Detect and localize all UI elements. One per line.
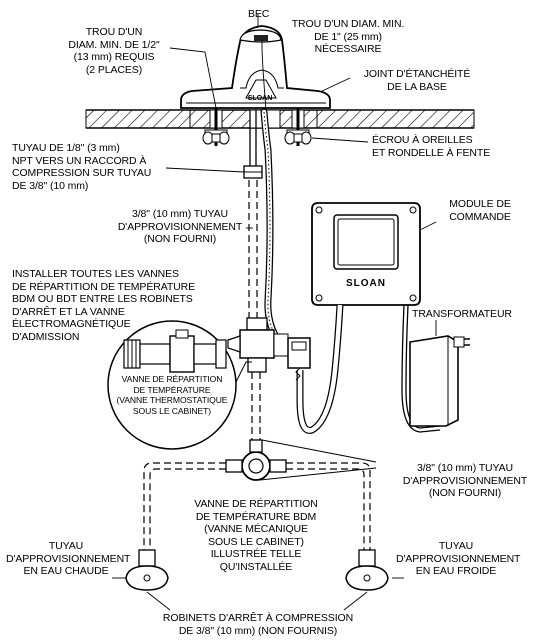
label-transformer: TRANSFORMATEUR bbox=[412, 308, 512, 320]
label-cold-supply: TUYAU D'APPROVISIONNEMENT EN EAU FROIDE bbox=[396, 540, 521, 577]
mounting-studs bbox=[202, 108, 312, 146]
bdm-mixing-valve bbox=[225, 439, 287, 481]
label-compression-stops: ROBINETS D'ARRÊT À COMPRESSION DE 3/8" (… bbox=[162, 612, 354, 637]
label-thermostatic-valve: VANNE DE RÉPARTITION DE TEMPÉRATURE (VAN… bbox=[116, 374, 228, 416]
label-hot-supply: TUYAU D'APPROVISIONNEMENT EN EAU CHAUDE bbox=[6, 540, 131, 577]
label-half-inch-hole: TROU D'UN DIAM. MIN. DE 1/2" (13 mm) REQ… bbox=[68, 26, 160, 76]
supply-tube-lower bbox=[251, 372, 261, 460]
module-cable bbox=[296, 304, 344, 434]
countertop bbox=[85, 109, 475, 129]
label-bdm-valve: VANNE DE RÉPARTITION DE TEMPÉRATURE BDM … bbox=[194, 498, 318, 573]
faucet-brand-text: SLOAN bbox=[248, 95, 273, 102]
supply-tube-vertical bbox=[243, 110, 263, 318]
leader-lines bbox=[112, 14, 437, 611]
cold-shutoff-valve bbox=[345, 549, 389, 591]
label-base-gasket: JOINT D'ÉTANCHÉITÉ DE LA BASE bbox=[363, 68, 471, 93]
module-brand-text: SLOAN bbox=[346, 278, 386, 289]
control-module bbox=[311, 202, 421, 306]
sensor-cable bbox=[260, 108, 304, 364]
label-install-instructions: INSTALLER TOUTES LES VANNES DE RÉPARTITI… bbox=[12, 268, 196, 343]
solenoid-valve bbox=[227, 317, 311, 381]
thermostatic-valve-callout bbox=[107, 320, 252, 450]
label-spout: BEC bbox=[248, 8, 270, 20]
transformer bbox=[401, 304, 470, 433]
hot-cold-supply-pipes bbox=[143, 462, 371, 550]
hot-shutoff-valve bbox=[125, 549, 169, 591]
label-wing-nut: ÉCROU À OREILLES ET RONDELLE À FENTE bbox=[372, 134, 491, 159]
faucet-spout bbox=[180, 25, 331, 109]
label-control-module: MODULE DE COMMANDE bbox=[449, 198, 511, 223]
label-eighth-inch-tube: TUYAU DE 1/8" (3 mm) NPT VERS UN RACCORD… bbox=[12, 142, 152, 192]
label-supply-tube-top: 3/8" (10 mm) TUYAU D'APPROVISIONNEMENT (… bbox=[117, 208, 243, 245]
label-one-inch-hole: TROU D'UN DIAM. MIN. DE 1" (25 mm) NÉCES… bbox=[291, 18, 405, 55]
label-supply-tube-right: 3/8" (10 mm) TUYAU D'APPROVISIONNEMENT (… bbox=[402, 462, 528, 499]
